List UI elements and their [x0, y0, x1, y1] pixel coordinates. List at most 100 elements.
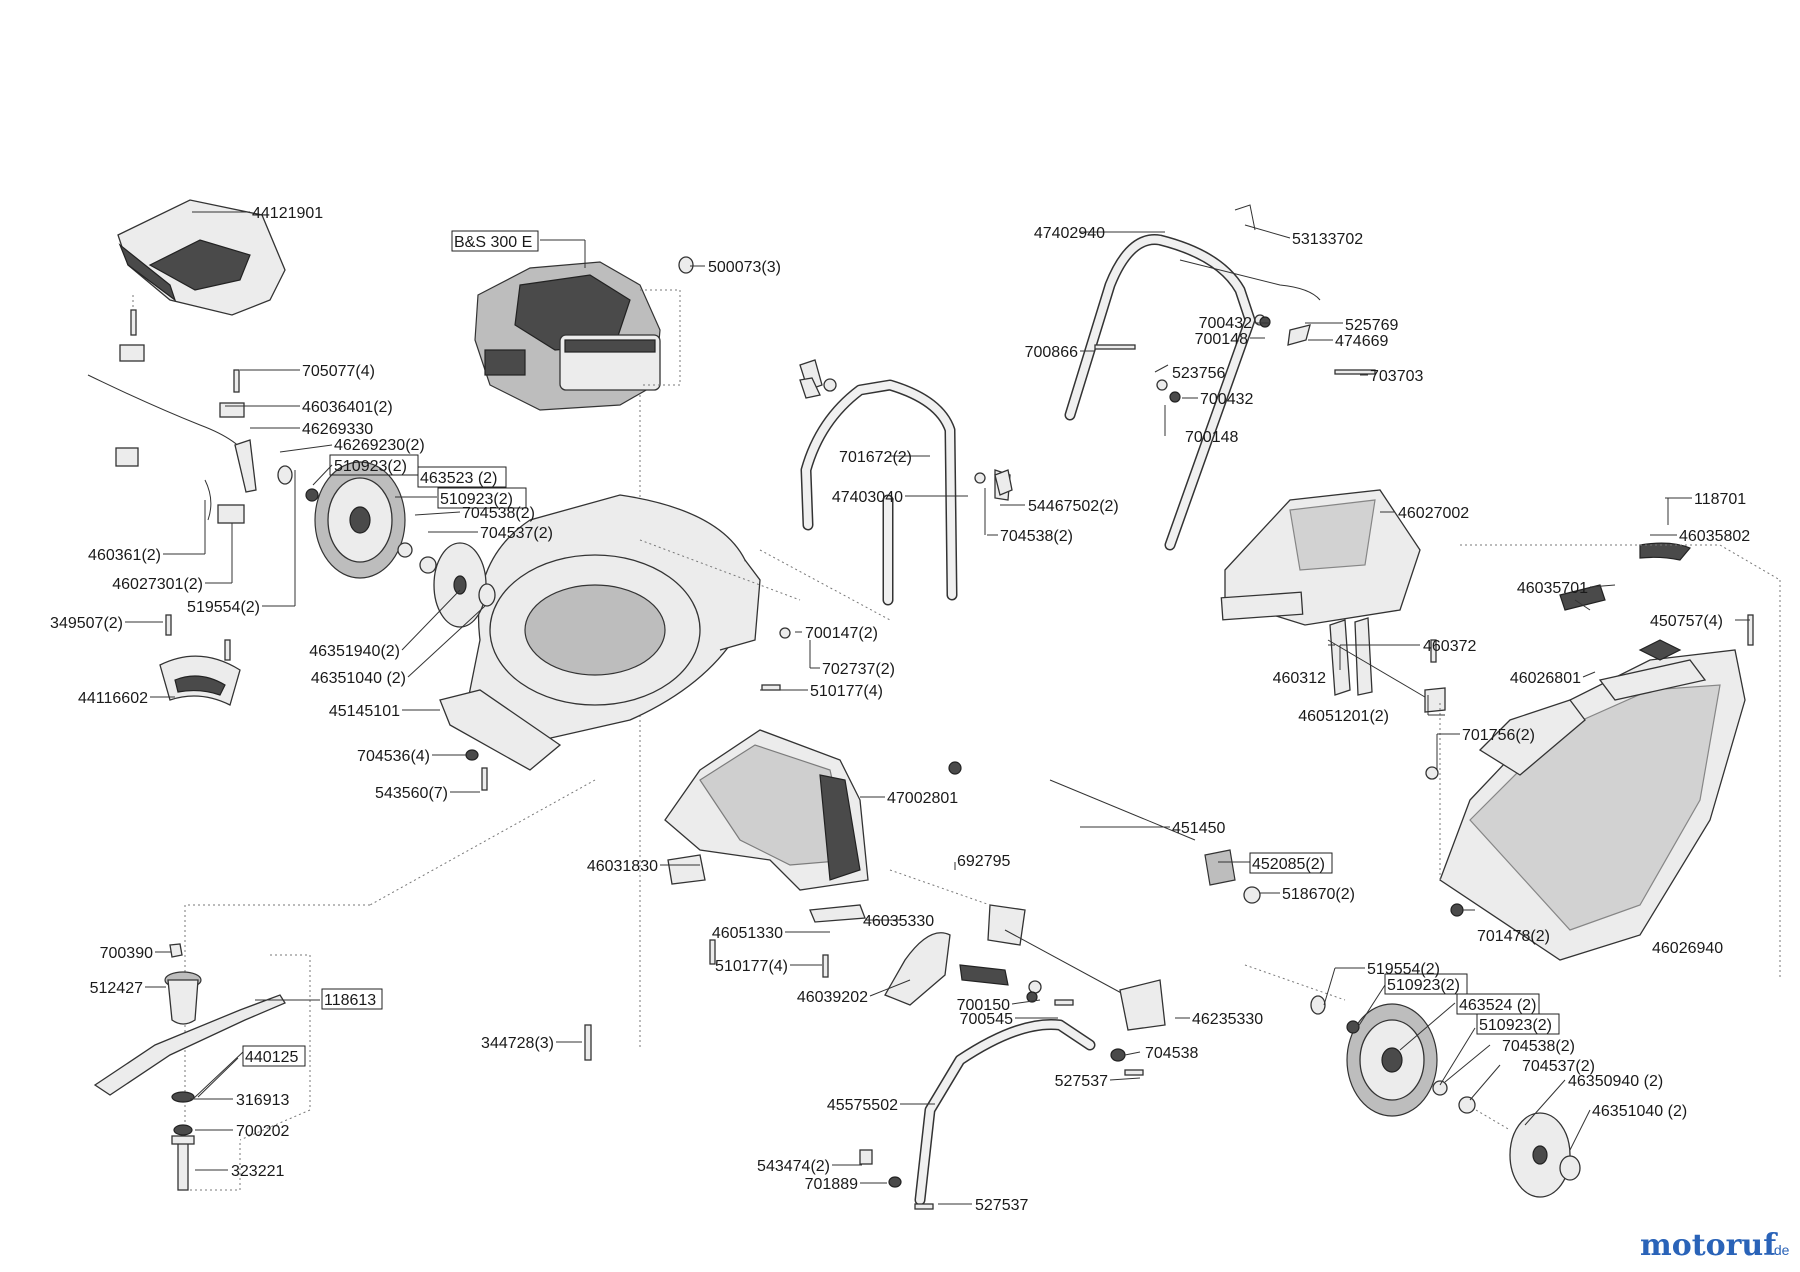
height-lever-part [884, 932, 951, 1006]
part-label: 460372 [1423, 638, 1476, 655]
part-label: 700148 [1195, 331, 1248, 348]
part-label: 703703 [1370, 368, 1423, 385]
boxed-label-frames [242, 230, 1560, 1067]
part-label: 46027301(2) [112, 576, 203, 593]
part-label: 474669 [1335, 333, 1388, 350]
part-label: 702737(2) [822, 661, 895, 678]
axle-lever-part [914, 1018, 1096, 1206]
bracket-part [987, 904, 1026, 946]
part-label: 46051201(2) [1298, 708, 1389, 725]
part-label: 510923(2) [440, 491, 513, 508]
bracket-part [1119, 979, 1166, 1031]
part-label: 701756(2) [1462, 727, 1535, 744]
part-label: 316913 [236, 1092, 289, 1109]
part-label: 45575502 [827, 1097, 898, 1114]
part-label: 705077(4) [302, 363, 375, 380]
part-label: 47402940 [1034, 225, 1105, 242]
engine-cover-part [117, 199, 286, 316]
hubcap-right-part [1509, 1112, 1571, 1198]
part-label: 704537(2) [1522, 1058, 1595, 1075]
part-label: 700202 [236, 1123, 289, 1140]
part-label: 700150 [957, 997, 1010, 1014]
part-label: 510177(4) [810, 683, 883, 700]
clip-part [115, 447, 139, 467]
rear-wheel-right-part [1346, 1003, 1438, 1117]
part-label: 704538(2) [1502, 1038, 1575, 1055]
part-label: 700545 [960, 1011, 1013, 1028]
part-label: 543474(2) [757, 1158, 830, 1175]
spring-part [204, 479, 212, 521]
part-label: 440125 [245, 1049, 298, 1066]
clip-part [219, 402, 245, 418]
part-number-labels: 44121901 B&S 300 E 500073(3) 47402940 53… [50, 205, 1750, 1214]
part-label: 512427 [90, 980, 143, 997]
parts-illustration [87, 199, 1781, 1210]
part-label: 692795 [957, 853, 1010, 870]
bracket-part [217, 504, 245, 524]
part-label: 46235330 [1192, 1011, 1263, 1028]
part-label: 510923(2) [1479, 1017, 1552, 1034]
motoruf-watermark: motoruf .de [1640, 1228, 1790, 1263]
part-label: 46269230(2) [334, 437, 425, 454]
part-label: 47403040 [832, 489, 903, 506]
part-label: 46035701 [1517, 580, 1588, 597]
part-label: 54467502(2) [1028, 498, 1119, 515]
part-label: 519554(2) [1367, 961, 1440, 978]
part-label: 452085(2) [1252, 856, 1325, 873]
hubcap-left-part [433, 542, 487, 628]
part-label: 44121901 [252, 205, 323, 222]
part-label: 701889 [805, 1176, 858, 1193]
part-label: 344728(3) [481, 1035, 554, 1052]
part-label: 46031830 [587, 858, 658, 875]
part-label: 118613 [324, 992, 376, 1009]
part-label: 704536(4) [357, 748, 430, 765]
part-label: 46351040 (2) [311, 670, 406, 687]
part-label: 460361(2) [88, 547, 161, 564]
mower-deck-part [439, 494, 761, 771]
part-label: 46035802 [1679, 528, 1750, 545]
part-label: 47002801 [887, 790, 958, 807]
part-label: 543560(7) [375, 785, 448, 802]
part-label: 701672(2) [839, 449, 912, 466]
part-label: 46051330 [712, 925, 783, 942]
catcher-lid-part [1220, 489, 1421, 626]
part-label: 527537 [975, 1197, 1028, 1214]
leader-lines [125, 211, 1750, 1205]
part-label: 704538 [1145, 1045, 1198, 1062]
part-label: 519554(2) [187, 599, 260, 616]
part-label: 451450 [1172, 820, 1225, 837]
part-label: 700147(2) [805, 625, 878, 642]
part-label: 44116602 [78, 690, 148, 707]
part-label: 510923(2) [334, 458, 407, 475]
part-label: 46351040 (2) [1592, 1103, 1687, 1120]
part-label: 700390 [100, 945, 153, 962]
fasteners [130, 256, 1754, 1210]
part-label: 700432 [1200, 391, 1253, 408]
part-label: 704537(2) [480, 525, 553, 542]
part-label: 523756 [1172, 365, 1225, 382]
part-label: 510177(4) [715, 958, 788, 975]
engine-part [474, 261, 661, 411]
part-label: 46035330 [863, 913, 934, 930]
part-label: 46350940 (2) [1568, 1073, 1663, 1090]
watermark-brand: motoruf [1640, 1228, 1778, 1263]
rear-wheel-left-part [314, 461, 406, 579]
part-label: 463524 (2) [1459, 997, 1536, 1014]
part-label: 46036401(2) [302, 399, 393, 416]
part-label: 700432 [1199, 315, 1252, 332]
part-label: 463523 (2) [420, 470, 497, 487]
part-label: 527537 [1055, 1073, 1108, 1090]
part-label: 349507(2) [50, 615, 123, 632]
part-label: 500073(3) [708, 259, 781, 276]
part-label: 46351940(2) [309, 643, 400, 660]
key-part [169, 943, 183, 958]
blade-adapter-part [164, 971, 202, 1025]
part-label: 323221 [231, 1163, 284, 1180]
part-label: 700866 [1025, 344, 1078, 361]
part-label: 700148 [1185, 429, 1238, 446]
part-label: 46027002 [1398, 505, 1469, 522]
part-label: 46026801 [1510, 670, 1581, 687]
part-label: 118701 [1694, 491, 1746, 508]
